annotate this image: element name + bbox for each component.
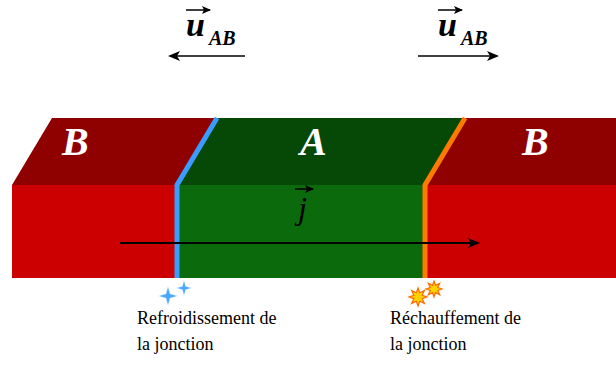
unit-vector-arrow: [418, 55, 497, 57]
vector-symbol: u: [438, 8, 457, 42]
front-face: [12, 185, 177, 278]
current-density-symbol: j: [298, 192, 307, 224]
unit-vector-arrow: [170, 55, 245, 57]
junction-caption: Réchauffement de la jonction: [390, 305, 535, 357]
vector-subscript: AB: [461, 28, 488, 48]
junction-caption: Refroidissement de la jonction: [137, 305, 282, 357]
cold-sparkle: [176, 280, 192, 296]
vector-arrow: [295, 188, 313, 190]
top-face: [425, 118, 616, 185]
top-face: [177, 118, 465, 185]
material-letter: B: [62, 122, 89, 162]
vector-subscript: AB: [209, 28, 236, 48]
front-face: [425, 185, 616, 278]
cold-sparkle: [158, 286, 178, 306]
material-b-segment: B: [425, 118, 616, 278]
current-arrow: [120, 242, 478, 244]
prism-shape: [425, 118, 616, 278]
cold-junction: [177, 118, 217, 278]
hot-burst: [409, 288, 427, 306]
hot-junction: [425, 118, 465, 278]
material-letter: A: [300, 122, 327, 162]
material-a-segment: A: [177, 118, 465, 278]
front-face: [177, 185, 425, 278]
material-letter: B: [522, 122, 549, 162]
vector-symbol: u: [186, 8, 205, 42]
hot-burst: [426, 281, 442, 297]
